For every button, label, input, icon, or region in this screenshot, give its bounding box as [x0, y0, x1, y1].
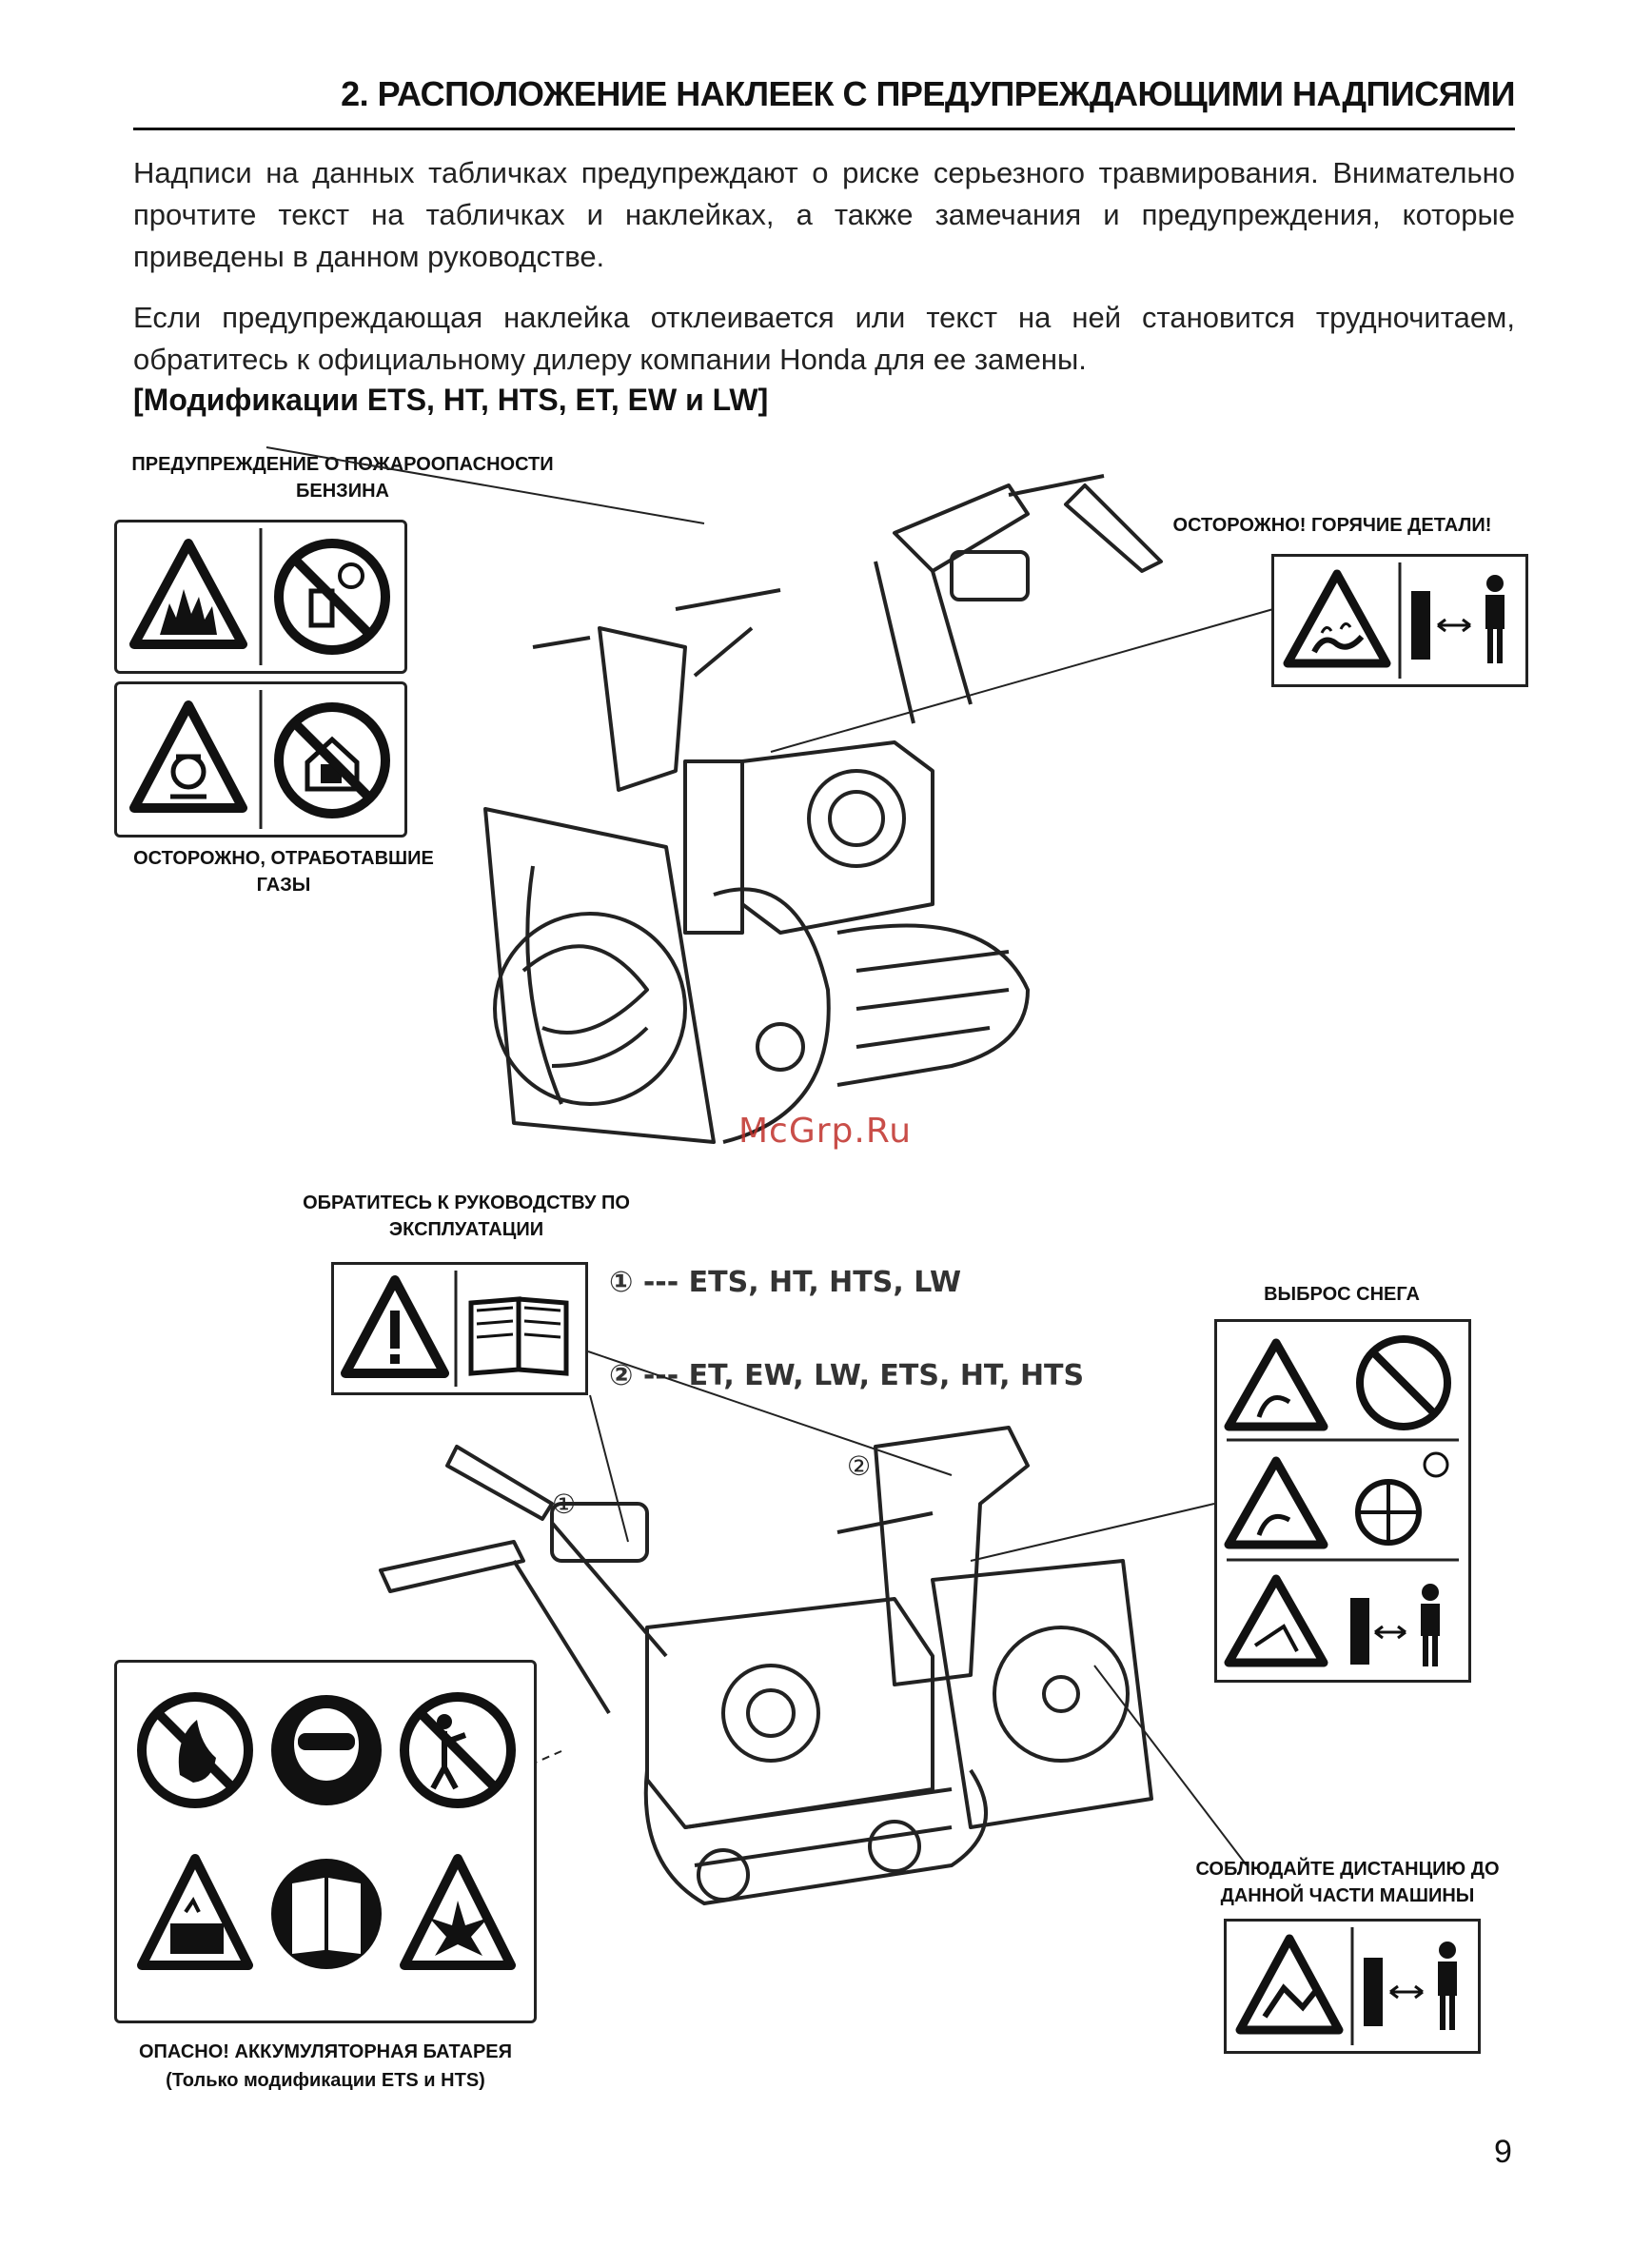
label-keep-distance: СОБЛЮДАЙТЕ ДИСТАНЦИЮ ДО ДАННОЙ ЧАСТИ МАШ… [1195, 1859, 1500, 1906]
exhaust-warning-icon [129, 700, 247, 813]
placard-read-manual [331, 1262, 588, 1395]
explosion-warning-icon [400, 1854, 516, 1970]
label-battery: ОПАСНО! АККУМУЛЯТОРНАЯ БАТАРЕЯ [138, 2041, 513, 2062]
model-note-1: ① --- ETS, HT, HTS, LW [609, 1266, 962, 1299]
thrown-objects-icon [1224, 1335, 1451, 1431]
eye-protection-icon [271, 1695, 382, 1805]
placard-snow-discharge [1214, 1319, 1471, 1683]
title-divider [133, 128, 1515, 130]
replacement-paragraph: Если предупреждающая наклейка отклеивает… [133, 301, 1515, 376]
keep-distance-icon [1364, 1942, 1457, 2030]
snowblower-bottom-illustration: ① ② [342, 1426, 1153, 1905]
watermark-text: McGrp.Ru [738, 1112, 913, 1151]
page-number: 9 [1494, 2134, 1512, 2170]
read-manual-icon [271, 1859, 382, 1969]
no-fuel-icon [274, 539, 390, 655]
manual-book-icon [468, 1296, 569, 1376]
label-exhaust: ОСТОРОЖНО, ОТРАБОТАВШИЕ ГАЗЫ [133, 848, 434, 896]
snowblower-top-illustration [266, 446, 1274, 1144]
placard-fuel-fire [114, 520, 407, 674]
models-heading: [Модификации ETS, HT, HTS, ET, EW и LW] [133, 383, 769, 417]
placard-exhaust [114, 681, 407, 838]
callout-1: ① [552, 1488, 576, 1520]
label-read-manual: ОБРАТИТЕСЬ К РУКОВОДСТВУ ПО ЭКСПЛУАТАЦИИ [303, 1193, 630, 1240]
label-battery-note: (Только модификации ETS и HTS) [166, 2070, 485, 2091]
no-indoor-engine-icon [274, 702, 390, 818]
keep-away-icon [1224, 1574, 1440, 1667]
hot-surface-icon [1283, 569, 1391, 668]
callout-2: ② [847, 1450, 871, 1482]
acid-warning-icon [137, 1854, 253, 1970]
auger-entanglement-icon [1235, 1934, 1344, 2035]
label-hot-parts: ОСТОРОЖНО! ГОРЯЧИЕ ДЕТАЛИ! [1172, 515, 1492, 536]
auger-hand-icon [1224, 1451, 1449, 1549]
keep-children-away-icon [400, 1692, 516, 1808]
keep-distance-icon [1411, 575, 1504, 663]
no-flame-icon [137, 1692, 253, 1808]
model-note-2: ② --- ET, EW, LW, ETS, HT, HTS [609, 1359, 1085, 1392]
warning-triangle-icon [341, 1275, 449, 1378]
fire-warning-icon [129, 539, 247, 649]
placard-battery [114, 1660, 537, 2023]
label-fuel-fire: ПРЕДУПРЕЖДЕНИЕ О ПОЖАРООПАСНОСТИ БЕНЗИНА [131, 454, 554, 502]
placard-hot-parts [1271, 554, 1528, 687]
page-title: 2. РАСПОЛОЖЕНИЕ НАКЛЕЕК С ПРЕДУПРЕЖДАЮЩИ… [341, 74, 1515, 113]
placard-keep-distance [1224, 1919, 1481, 2054]
intro-paragraph: Надписи на данных табличках предупреждаю… [133, 156, 1515, 273]
label-snow-discharge: ВЫБРОС СНЕГА [1264, 1284, 1420, 1305]
